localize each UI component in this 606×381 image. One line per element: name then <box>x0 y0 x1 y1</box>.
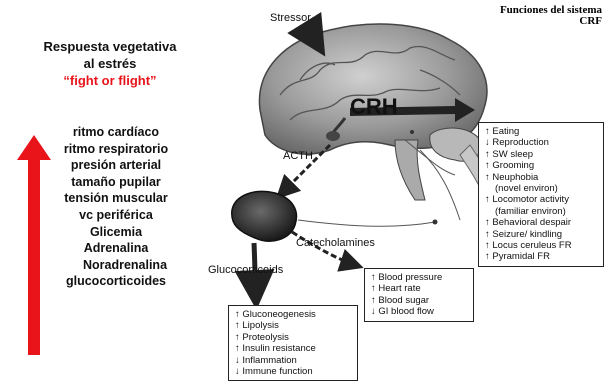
effect-item: ↓ Inflammation <box>235 355 351 366</box>
list-item: Noradrenalina <box>10 257 210 274</box>
effect-item: ↓ GI blood flow <box>371 306 467 317</box>
effect-item: ↑ Gluconeogenesis <box>235 309 351 320</box>
list-item: Adrenalina <box>10 240 210 257</box>
effect-item: ↑ Seizure/ kindling <box>485 229 597 240</box>
figure-header: Funciones del sistema CRF <box>500 5 602 27</box>
behavior-effects-box: ↑ Eating ↓ Reproduction ↑ SW sleep ↑ Gro… <box>478 122 604 267</box>
effect-item: ↑ Grooming <box>485 160 597 171</box>
effect-item: ↑ Eating <box>485 126 597 137</box>
effect-item: (familiar environ) <box>485 206 597 217</box>
effect-item: ↑ Locomotor activity <box>485 194 597 205</box>
list-item: ritmo cardíaco <box>10 124 210 141</box>
title-line-1: Respuesta vegetativa <box>10 38 210 55</box>
glucocorticoids-label: Glucocorticoids <box>208 264 283 276</box>
effect-item: ↑ Insulin resistance <box>235 343 351 354</box>
list-item: glucocorticoides <box>10 273 210 290</box>
list-item: tamaño pupilar <box>10 174 210 191</box>
effect-item: ↑ Lipolysis <box>235 320 351 331</box>
effect-item: ↑ Pyramidal FR <box>485 251 597 262</box>
effect-item: ↑ SW sleep <box>485 149 597 160</box>
acth-label: ACTH <box>283 150 313 162</box>
catecholamines-label: Catecholamines <box>296 237 375 249</box>
list-item: ritmo respiratorio <box>10 141 210 158</box>
catecholamine-effects-box: ↑ Blood pressure ↑ Heart rate ↑ Blood su… <box>364 268 474 322</box>
title-line-3: “fight or flight” <box>10 72 210 89</box>
left-title: Respuesta vegetativa al estrés “fight or… <box>10 38 210 89</box>
title-line-2: al estrés <box>10 55 210 72</box>
effect-item: ↓ Reproduction <box>485 137 597 148</box>
effect-item: (novel environ) <box>485 183 597 194</box>
list-item: presión arterial <box>10 157 210 174</box>
glucocorticoid-effects-box: ↑ Gluconeogenesis ↑ Lipolysis ↑ Proteoly… <box>228 305 358 381</box>
effect-item: ↑ Blood pressure <box>371 272 467 283</box>
list-item: Glicemia <box>10 224 210 241</box>
adrenal-gland <box>232 191 297 241</box>
effect-item: ↑ Locus ceruleus FR <box>485 240 597 251</box>
stressor-label: Stressor <box>270 12 311 24</box>
effect-item: ↓ Immune function <box>235 366 351 377</box>
effect-item: ↑ Neuphobia <box>485 172 597 183</box>
effect-item: ↑ Heart rate <box>371 283 467 294</box>
list-item: vc periférica <box>10 207 210 224</box>
effect-item: ↑ Proteolysis <box>235 332 351 343</box>
header-line-2: CRF <box>500 16 602 27</box>
effect-item: ↑ Blood sugar <box>371 295 467 306</box>
crh-label: CRH <box>350 94 398 120</box>
list-item: tensión muscular <box>10 190 210 207</box>
response-list: ritmo cardíaco ritmo respiratorio presió… <box>10 124 210 290</box>
effect-item: ↑ Behavioral despair <box>485 217 597 228</box>
